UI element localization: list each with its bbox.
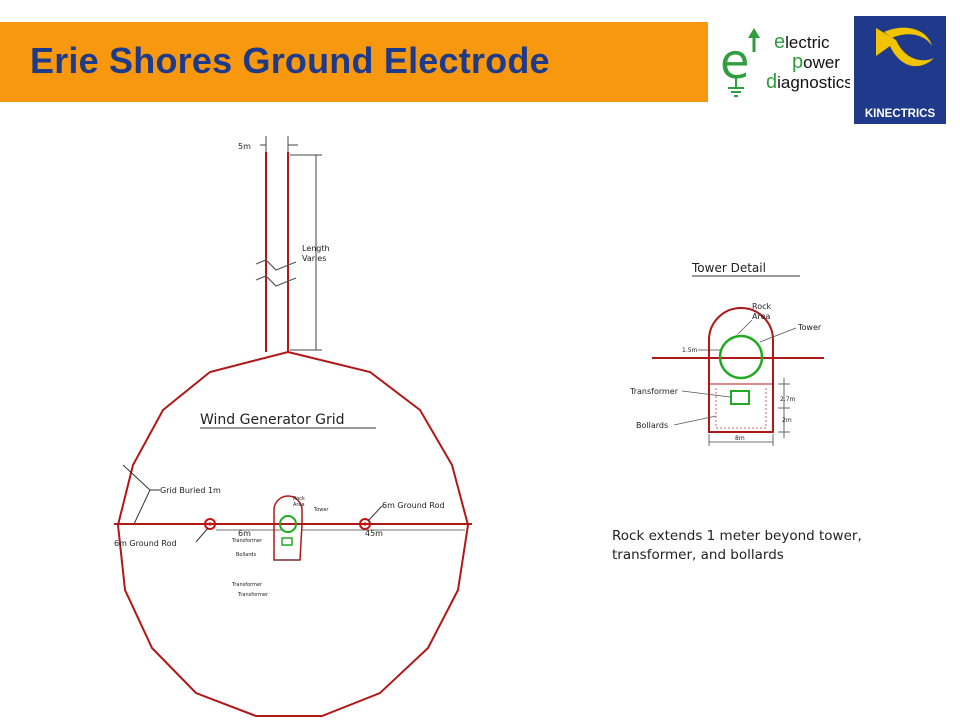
tower-detail-footprint xyxy=(708,307,774,433)
mini-tower-label: Tower xyxy=(313,507,329,513)
ground-rod-left-icon xyxy=(204,518,216,530)
detail-bollards-leader xyxy=(673,415,717,426)
detail-bollards-label: Bollards xyxy=(636,421,668,430)
mini-area-label: Area xyxy=(293,502,305,508)
feeder-conductors xyxy=(265,152,289,352)
detail-transformer-leader xyxy=(681,390,731,398)
epd-up-arrow-icon xyxy=(748,28,760,52)
detail-27m-label: 2.7m xyxy=(780,396,796,403)
faint-label-1: Transformer xyxy=(231,582,263,588)
detail-15m-label: 1.5m xyxy=(682,347,698,354)
dim-6m-label: 6m xyxy=(238,529,251,538)
page-title: Erie Shores Ground Electrode xyxy=(30,40,550,81)
break-marks xyxy=(255,259,297,287)
detail-vertical-dims xyxy=(778,378,790,438)
epd-rest-diagnostics: iagnostics xyxy=(777,73,850,92)
detail-area-label: Area xyxy=(752,312,771,321)
detail-tower-leader xyxy=(759,327,797,343)
note-line-1: Rock extends 1 meter beyond tower, xyxy=(612,528,862,544)
grid-ring-polygon xyxy=(116,350,470,717)
epd-initial-e: e xyxy=(774,31,785,53)
grid-buried-label: Grid Buried 1m xyxy=(160,486,221,495)
kinectrics-logo: KINECTRICS xyxy=(854,16,946,124)
dim-45m-label: 45m xyxy=(365,529,383,538)
kinectrics-wordmark: KINECTRICS xyxy=(865,108,936,120)
ground-symbol-icon xyxy=(728,78,744,97)
ground-rod-right-icon xyxy=(359,518,371,530)
mini-tower-footprint xyxy=(273,495,303,561)
epd-rest-electric: lectric xyxy=(785,33,830,52)
detail-2m-label: 2m xyxy=(782,417,792,424)
left-rod-label: 6m Ground Rod xyxy=(114,539,177,548)
dim-5m xyxy=(260,136,298,152)
varies-label: Varies xyxy=(302,254,326,263)
detail-8m-dim xyxy=(708,434,774,446)
detail-rock-label: Rock xyxy=(752,302,771,311)
dim-length-varies xyxy=(290,154,322,351)
grid-title: Wind Generator Grid xyxy=(200,412,345,428)
left-rod-leader xyxy=(195,527,209,543)
dim-5m-label: 5m xyxy=(238,142,251,151)
right-rod-label: 6m Ground Rod xyxy=(382,501,445,510)
kinectrics-swoosh-icon xyxy=(876,27,934,67)
epd-logo-e-letter: e xyxy=(720,34,750,90)
mini-rock-label: Rock xyxy=(293,496,305,502)
detail-rock-leader xyxy=(737,319,753,335)
tower-detail-title: Tower Detail xyxy=(691,261,766,275)
epd-initial-d: d xyxy=(766,71,777,93)
epd-line-power: power xyxy=(792,51,840,73)
detail-tower-label: Tower xyxy=(797,323,822,332)
epd-line-diagnostics: diagnostics xyxy=(766,71,850,93)
epd-logo: e electric power diagnostics xyxy=(720,28,850,97)
faint-label-2: Transformer xyxy=(237,592,269,598)
epd-rest-power: ower xyxy=(803,53,840,72)
detail-transformer-label: Transformer xyxy=(629,387,679,396)
epd-initial-p: p xyxy=(792,51,803,73)
title-bar xyxy=(0,22,708,102)
grid-buried-leader xyxy=(122,464,160,525)
mini-bollards-label: Bollards xyxy=(236,552,256,558)
mini-transformer-label: Transformer xyxy=(231,538,263,544)
right-rod-leader xyxy=(367,505,383,522)
epd-line-electric: electric xyxy=(774,31,830,53)
detail-8m-label: 8m xyxy=(735,435,745,442)
note-line-2: transformer, and bollards xyxy=(612,547,784,563)
length-label: Length xyxy=(302,244,330,253)
